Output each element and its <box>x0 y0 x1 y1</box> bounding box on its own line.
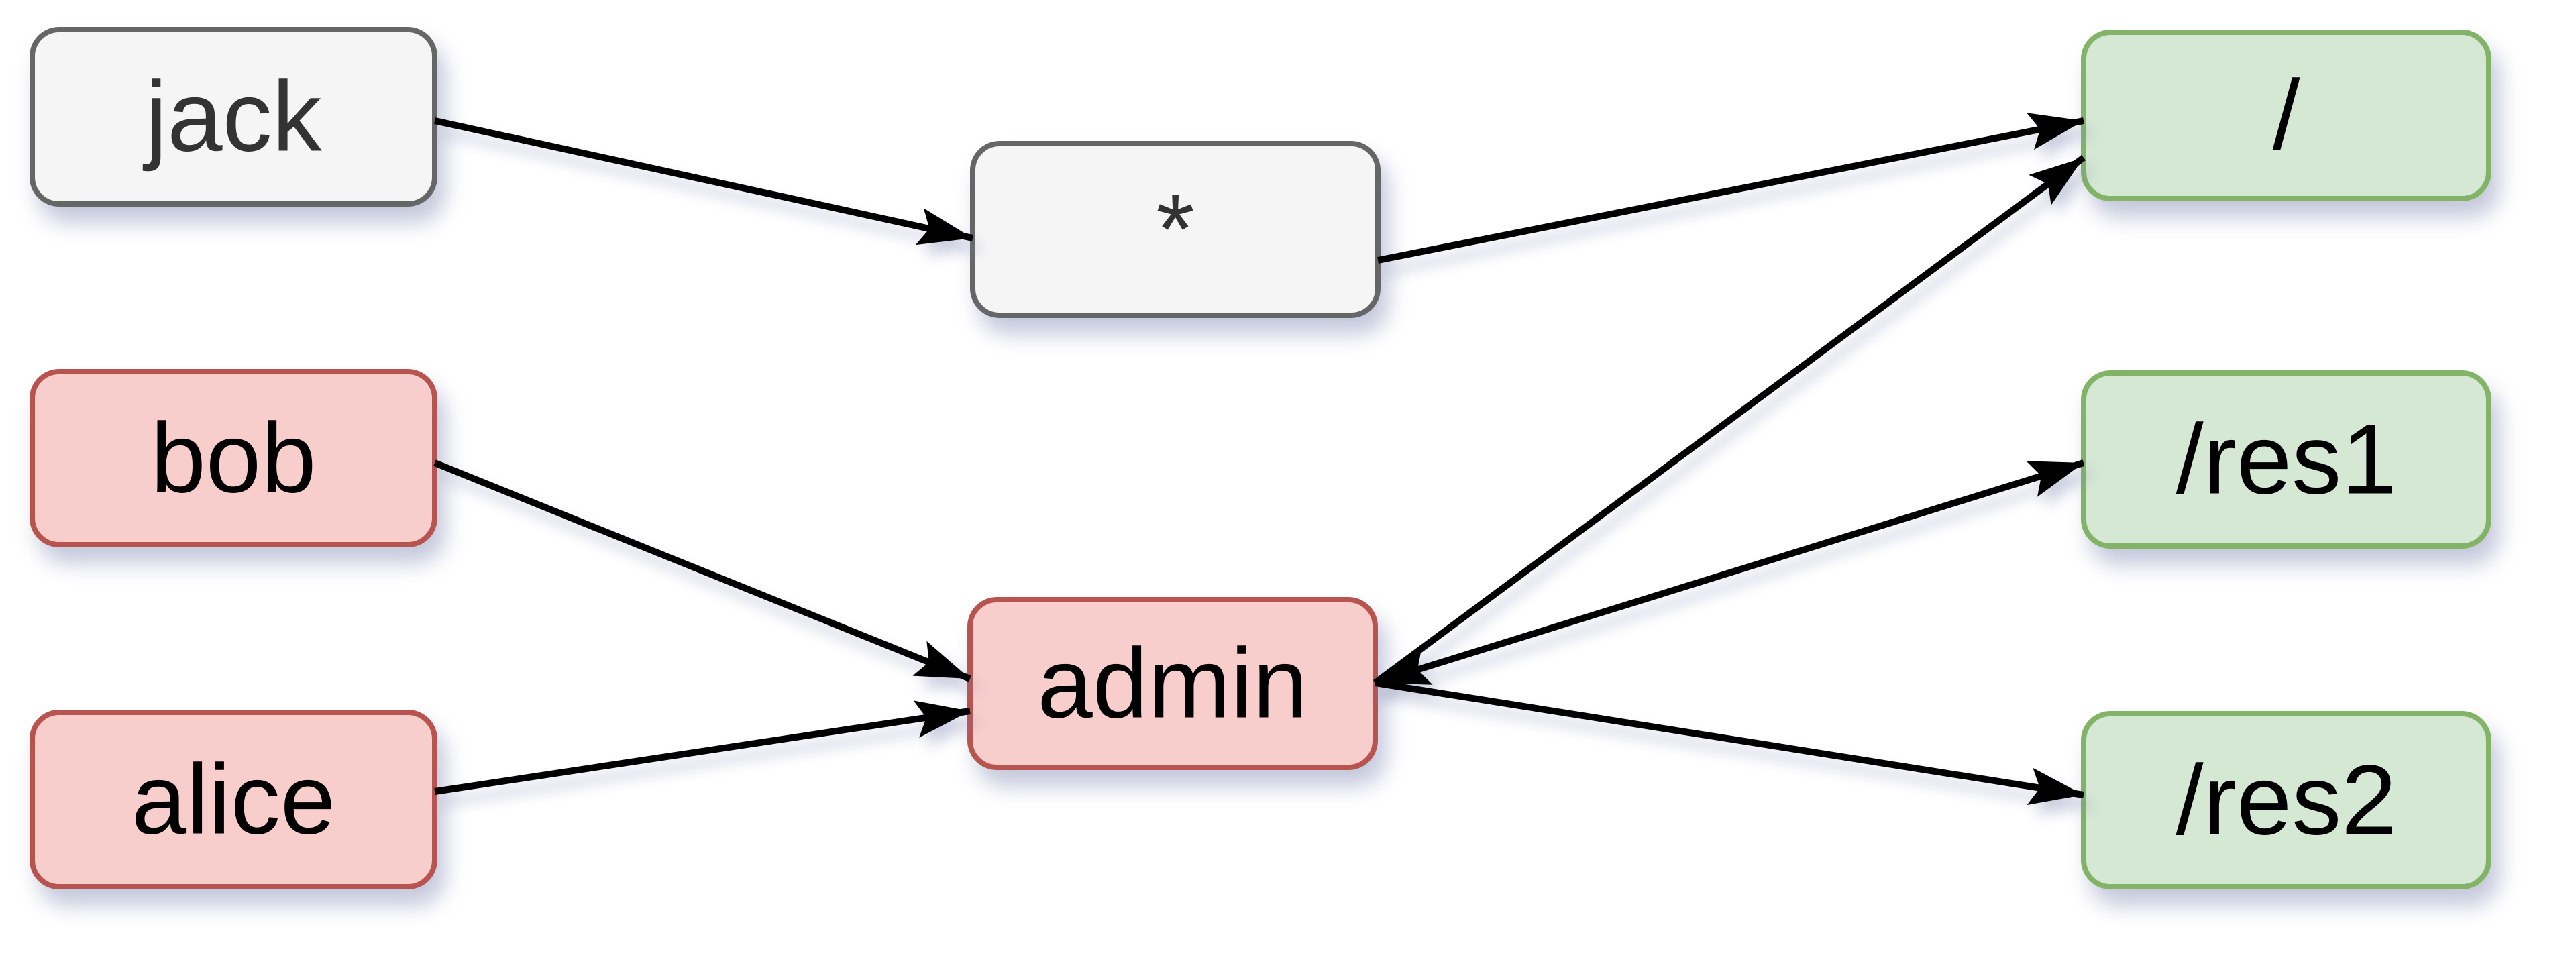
node-jack: jack <box>30 27 437 207</box>
node-alice: alice <box>30 710 437 889</box>
node-box-alice <box>30 710 437 889</box>
edge-admin-to-res1 <box>1374 459 2085 686</box>
node-box-jack <box>30 27 437 207</box>
node-star: * <box>970 141 1381 318</box>
node-box-res1 <box>2081 370 2491 549</box>
node-box-root <box>2081 30 2491 201</box>
node-admin: admin <box>967 597 1378 770</box>
node-label-res1: /res1 <box>2176 404 2396 515</box>
nodes-layer: jack * bob alice admin / /res1/res2 <box>30 27 2491 889</box>
node-box-bob <box>30 369 437 547</box>
node-label-alice: alice <box>131 745 335 855</box>
node-label-res2: /res2 <box>2176 745 2396 856</box>
node-bob: bob <box>30 369 437 547</box>
node-box-res2 <box>2081 711 2491 889</box>
edge-bob-to-admin <box>433 459 971 682</box>
edge-star-to-root <box>1377 113 2084 264</box>
edge-jack-to-star <box>433 117 974 246</box>
node-box-star <box>970 141 1381 318</box>
node-label-admin: admin <box>1037 629 1307 739</box>
edge-alice-to-admin <box>434 700 971 795</box>
edges-layer <box>433 113 2086 806</box>
node-res2: /res2 <box>2081 711 2491 889</box>
node-res1: /res1 <box>2081 370 2491 549</box>
node-root: / <box>2081 30 2491 201</box>
node-label-jack: jack <box>142 62 322 172</box>
node-label-star: * <box>1156 174 1195 285</box>
node-label-bob: bob <box>151 403 317 514</box>
node-label-root: / <box>2272 60 2300 171</box>
edge-admin-to-res2 <box>1375 679 2084 806</box>
